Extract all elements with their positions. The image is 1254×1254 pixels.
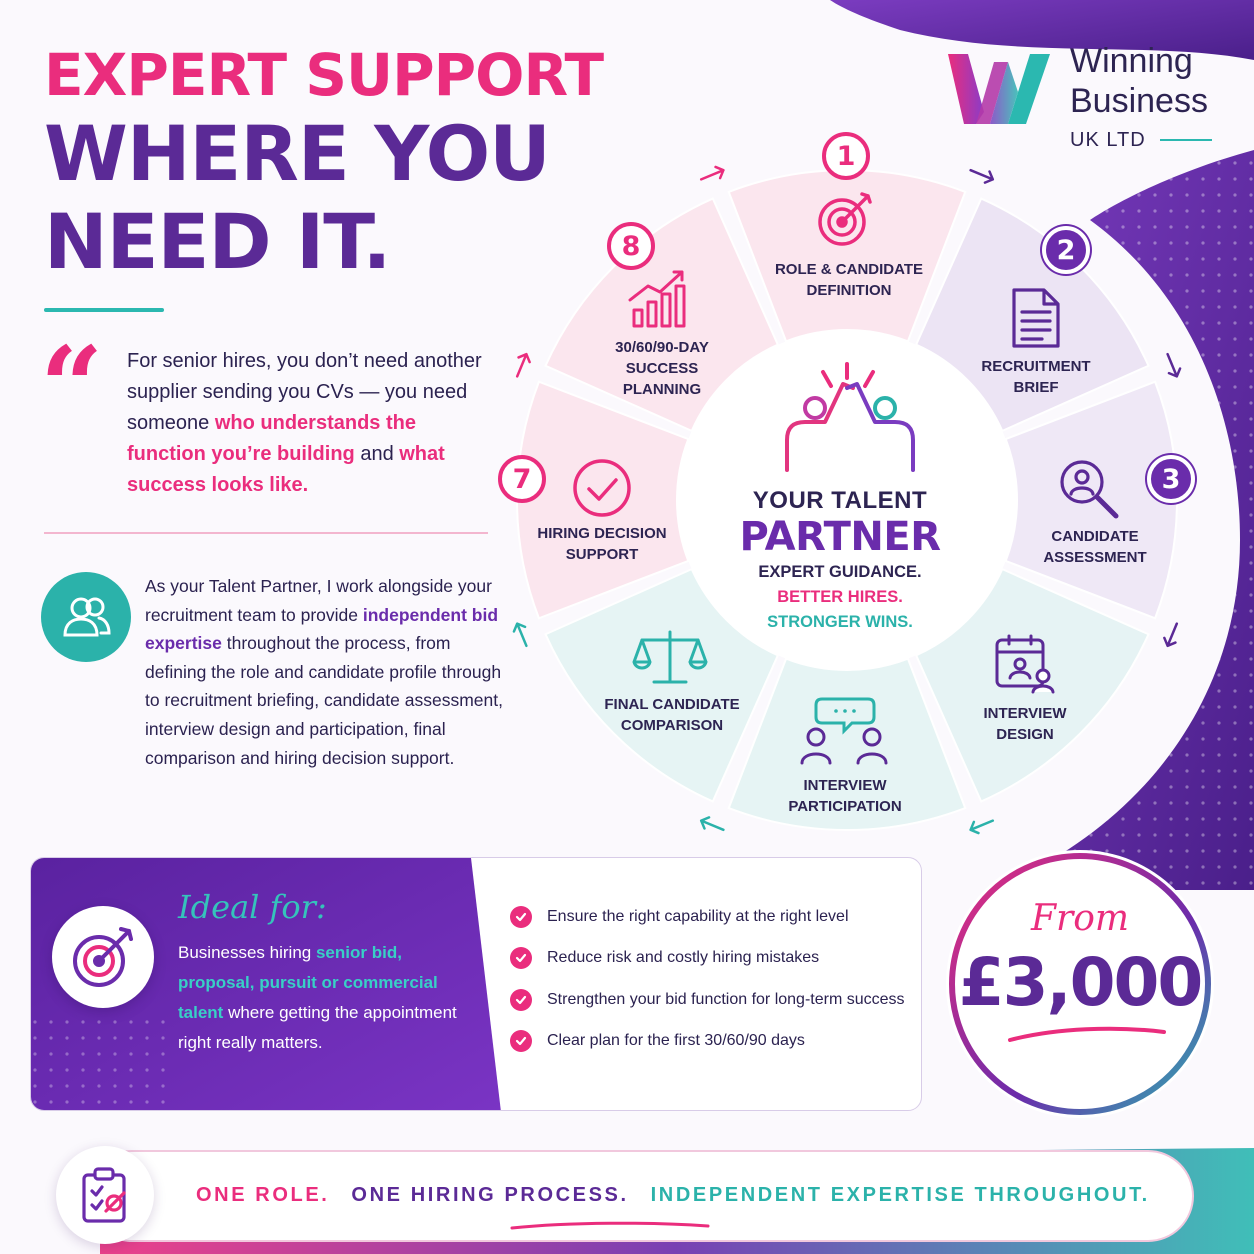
document-icon [1012,288,1060,348]
step-2-badge: 2 [1042,226,1090,274]
step-1-badge: 1 [822,132,870,180]
center-tagline-2: BETTER HIRES. [777,588,903,606]
benefit-item: Strengthen your bid function for long-te… [510,979,920,1021]
center-title-line-1: YOUR TALENT [752,487,928,514]
check-icon [510,947,532,970]
clipboard-icon [56,1146,154,1244]
logo-name-line-2: Business [1070,82,1208,120]
benefit-item: Clear plan for the first 30/60/90 days [510,1021,920,1063]
check-icon [510,988,532,1011]
check-icon [510,905,532,928]
tagline-part-2: ONE HIRING PROCESS. [351,1184,629,1206]
step-3-badge: 3 [1147,455,1195,503]
quote-mark-icon: “ [40,322,104,451]
logo-suffix: UK LTD [1070,129,1146,151]
quote-divider [44,532,488,534]
center-tagline-3: STRONGER WINS. [767,613,913,631]
headline-line-2: WHERE YOU [44,109,551,198]
ideal-for-panel [30,857,922,1111]
center-tagline-1: EXPERT GUIDANCE. [758,563,922,581]
tagline: ONE ROLE. ONE HIRING PROCESS. INDEPENDENT … [196,1184,1172,1207]
partner-part-2: throughout the process, from defining th… [145,633,503,768]
wheel-arrows [512,165,1182,835]
wheel-arrow-icon [969,819,995,835]
search-person-icon [1060,460,1119,519]
wheel-arrow-icon [1163,622,1179,648]
benefits-list: Ensure the right capability at the right… [510,896,920,1062]
tagline-underline [510,1221,710,1230]
target-badge-icon [52,906,154,1008]
quote-highlight-2: what success looks like. [127,443,445,496]
partner-part-1: As your Talent Partner, I work alongside… [145,576,492,625]
wheel-arrow-icon [1166,352,1182,378]
step-7-badge: 7 [498,455,546,503]
headline-line-1: EXPERT SUPPORT [44,41,604,109]
quote-part-1: For senior hires, you don’t need another… [127,350,482,434]
wheel-arrow-icon [969,168,995,184]
quote-part-2: and [354,443,400,465]
center-title-line-2: PARTNER [739,514,942,560]
tagline-bar [86,1150,1194,1242]
team-icon [41,572,131,662]
ideal-for-text: Businesses hiring senior bid, proposal, … [178,943,457,1052]
partner-highlight: independent bid expertise [145,604,499,654]
wheel-arrow-icon [699,165,725,181]
price-value: £3,000 [958,944,1204,1021]
wheel-arrow-icon [699,816,725,832]
tagline-part-3: INDEPENDENT EXPERTISE THROUGHOUT. [650,1184,1150,1206]
quote-highlight-1: who understands the function you’re buil… [127,412,416,465]
partner-paragraph: As your Talent Partner, I work alongside… [145,572,505,772]
benefit-item: Ensure the right capability at the right… [510,896,920,938]
ideal-for-highlight: senior bid, proposal, pursuit or commerc… [178,943,438,1022]
high-five-icon [785,362,915,472]
logo-suffix-rule [1160,139,1212,141]
calendar-person-icon [995,634,1055,694]
headline-line-3: NEED IT. [44,197,391,286]
price-badge [946,850,1214,1118]
wheel-arrow-icon [512,622,528,648]
logo-name-line-1: Winning [1070,42,1193,80]
headline-divider [44,308,164,312]
price-prefix: From [1031,898,1129,939]
check-icon [510,1030,532,1053]
target-icon [818,192,872,246]
wheel-arrow-icon [515,352,531,378]
conversation-icon [800,697,888,765]
winning-business-logo-mark [948,54,1050,124]
ideal-for-background [31,858,501,1110]
ideal-for-heading: Ideal for: [178,888,327,926]
check-circle-icon [573,459,631,517]
tagline-part-1: ONE ROLE. [196,1184,330,1206]
growth-chart-icon [628,270,686,328]
wheel-center [677,330,1017,670]
quote-text: For senior hires, you don’t need another… [127,346,497,501]
step-8-badge: 8 [607,222,655,270]
scales-icon [632,630,708,684]
benefit-item: Reduce risk and costly hiring mistakes [510,938,920,980]
